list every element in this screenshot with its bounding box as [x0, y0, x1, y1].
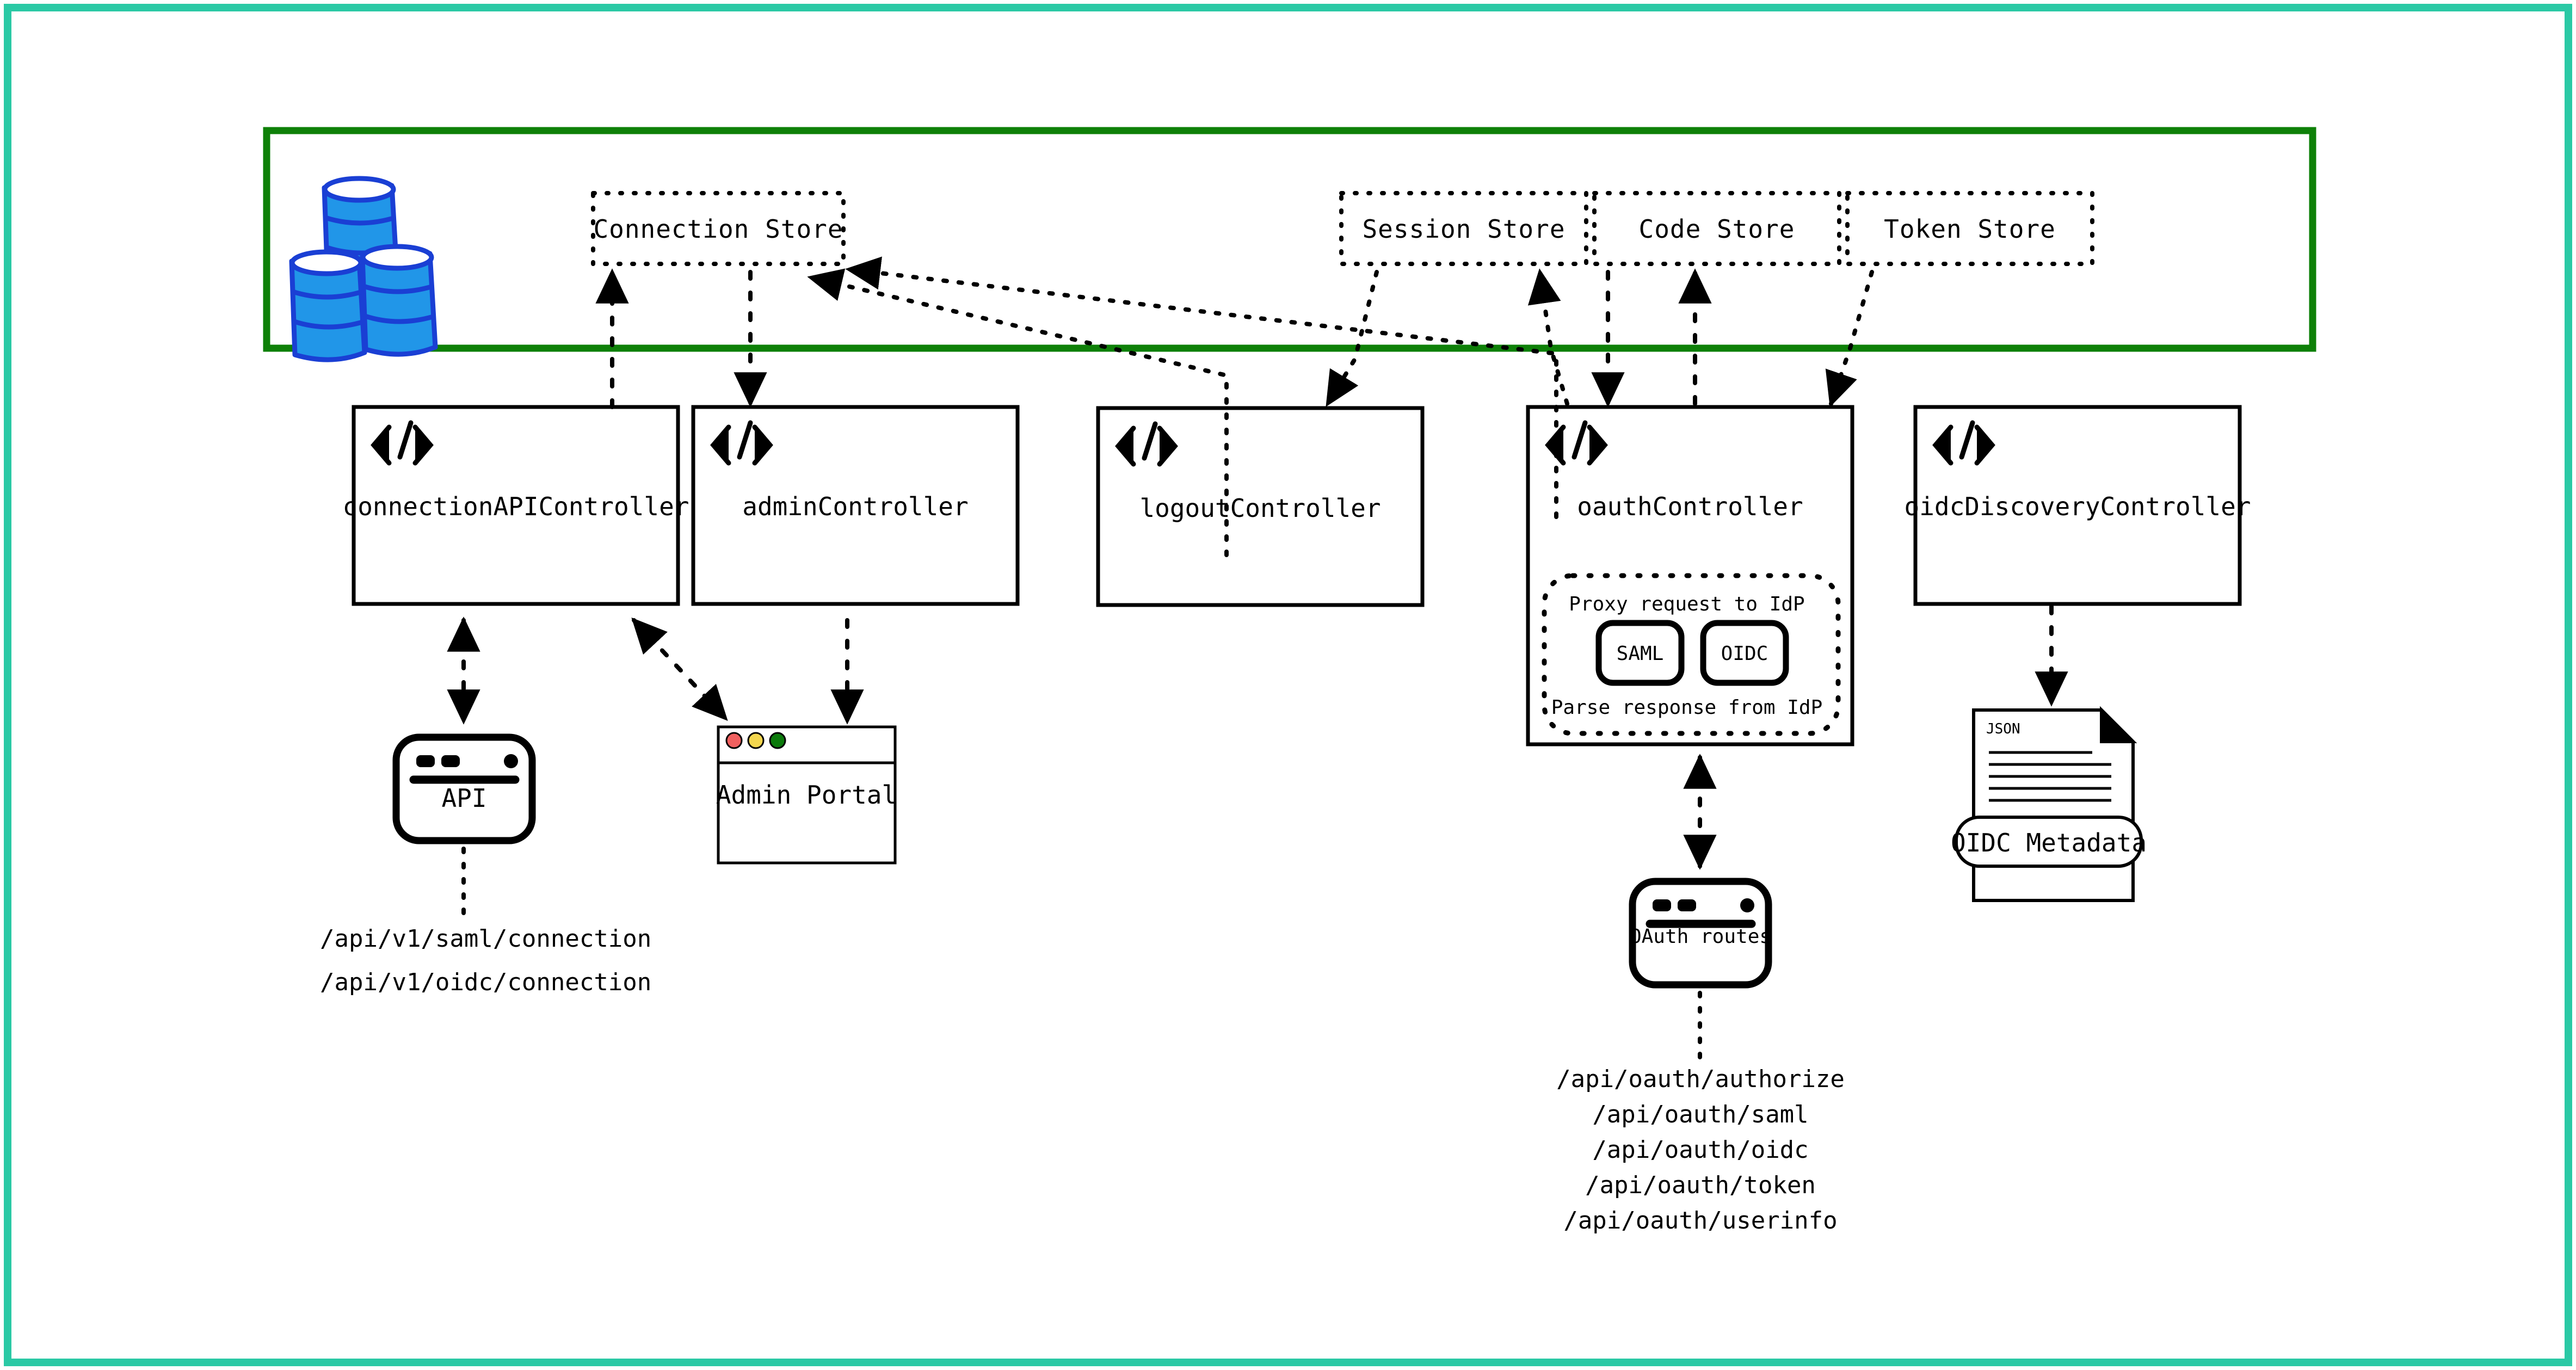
code-icon — [1932, 420, 1995, 466]
protocol-label-oidc: OIDC — [1721, 643, 1768, 665]
oauth-parse-response-label: Parse response from IdP — [1551, 696, 1823, 719]
edge-logout-to-connectionstore — [807, 268, 1229, 557]
oauth-proxy-request-label: Proxy request to IdP — [1569, 593, 1804, 615]
endpoint-oauth-saml: /api/oauth/saml — [1592, 1101, 1808, 1128]
edge-oauth-to-connectionstore — [845, 256, 1558, 519]
oidc-metadata-label: OIDC Metadata — [1951, 828, 2147, 857]
oauth-routes-label: OAuth routes — [1630, 925, 1771, 948]
store-box-session[interactable] — [1339, 191, 1588, 266]
endpoint-connection-saml: /api/v1/saml/connection — [320, 925, 651, 953]
store-box-connection[interactable] — [591, 191, 846, 266]
database-stack-icon — [289, 176, 438, 362]
api-node[interactable] — [392, 733, 536, 844]
code-icon — [1115, 421, 1178, 467]
endpoint-oauth-oidc: /api/oauth/oidc — [1592, 1136, 1808, 1164]
endpoint-oauth-authorize: /api/oauth/authorize — [1556, 1065, 1845, 1093]
store-label-code: Code Store — [1639, 214, 1795, 244]
json-document-icon[interactable] — [1955, 706, 2143, 902]
protocol-label-saml: SAML — [1617, 643, 1664, 665]
endpoint-connection-oidc: /api/v1/oidc/connection — [320, 968, 651, 996]
code-icon — [371, 420, 434, 466]
code-icon — [710, 420, 773, 466]
code-icon — [1545, 420, 1608, 466]
store-label-connection: Connection Store — [593, 214, 843, 244]
edge-sessionstore-to-logout — [1326, 270, 1379, 407]
outer-frame — [4, 4, 2572, 1366]
controller-label-connectionapi: connectionAPIController — [343, 492, 689, 521]
controller-label-oauth: oauthController — [1577, 492, 1803, 521]
endpoint-oauth-token: /api/oauth/token — [1585, 1171, 1816, 1199]
edge-connectionapi-to-adminportal — [631, 618, 728, 721]
store-label-session: Session Store — [1362, 214, 1565, 244]
controller-label-logout: logoutController — [1139, 493, 1381, 523]
protocol-box-oidc[interactable] — [1700, 620, 1789, 686]
oauth-routes-node[interactable] — [1629, 878, 1772, 989]
oauth-proxy-group — [1542, 573, 1841, 736]
json-badge-label: JSON — [1986, 721, 2020, 737]
endpoint-oauth-userinfo: /api/oauth/userinfo — [1563, 1207, 1837, 1235]
admin-portal-node[interactable] — [717, 725, 897, 865]
store-box-token[interactable] — [1845, 191, 2094, 266]
storage-band-frame — [263, 127, 2316, 352]
controller-label-admin: adminController — [742, 492, 968, 521]
api-label: API — [441, 783, 486, 813]
store-label-token: Token Store — [1884, 214, 2056, 244]
code-icon-group — [371, 420, 1995, 467]
admin-portal-label: Admin Portal — [716, 780, 897, 810]
edge-tokenstore-to-oauth — [1825, 270, 1874, 408]
store-box-code[interactable] — [1592, 191, 1841, 266]
protocol-box-saml[interactable] — [1595, 620, 1685, 686]
edge-oauth-to-sessionstore — [1527, 268, 1569, 406]
controller-label-oidcdiscovery: oidcDiscoveryController — [1905, 492, 2251, 521]
oidc-metadata-label-pill — [1955, 816, 2143, 868]
